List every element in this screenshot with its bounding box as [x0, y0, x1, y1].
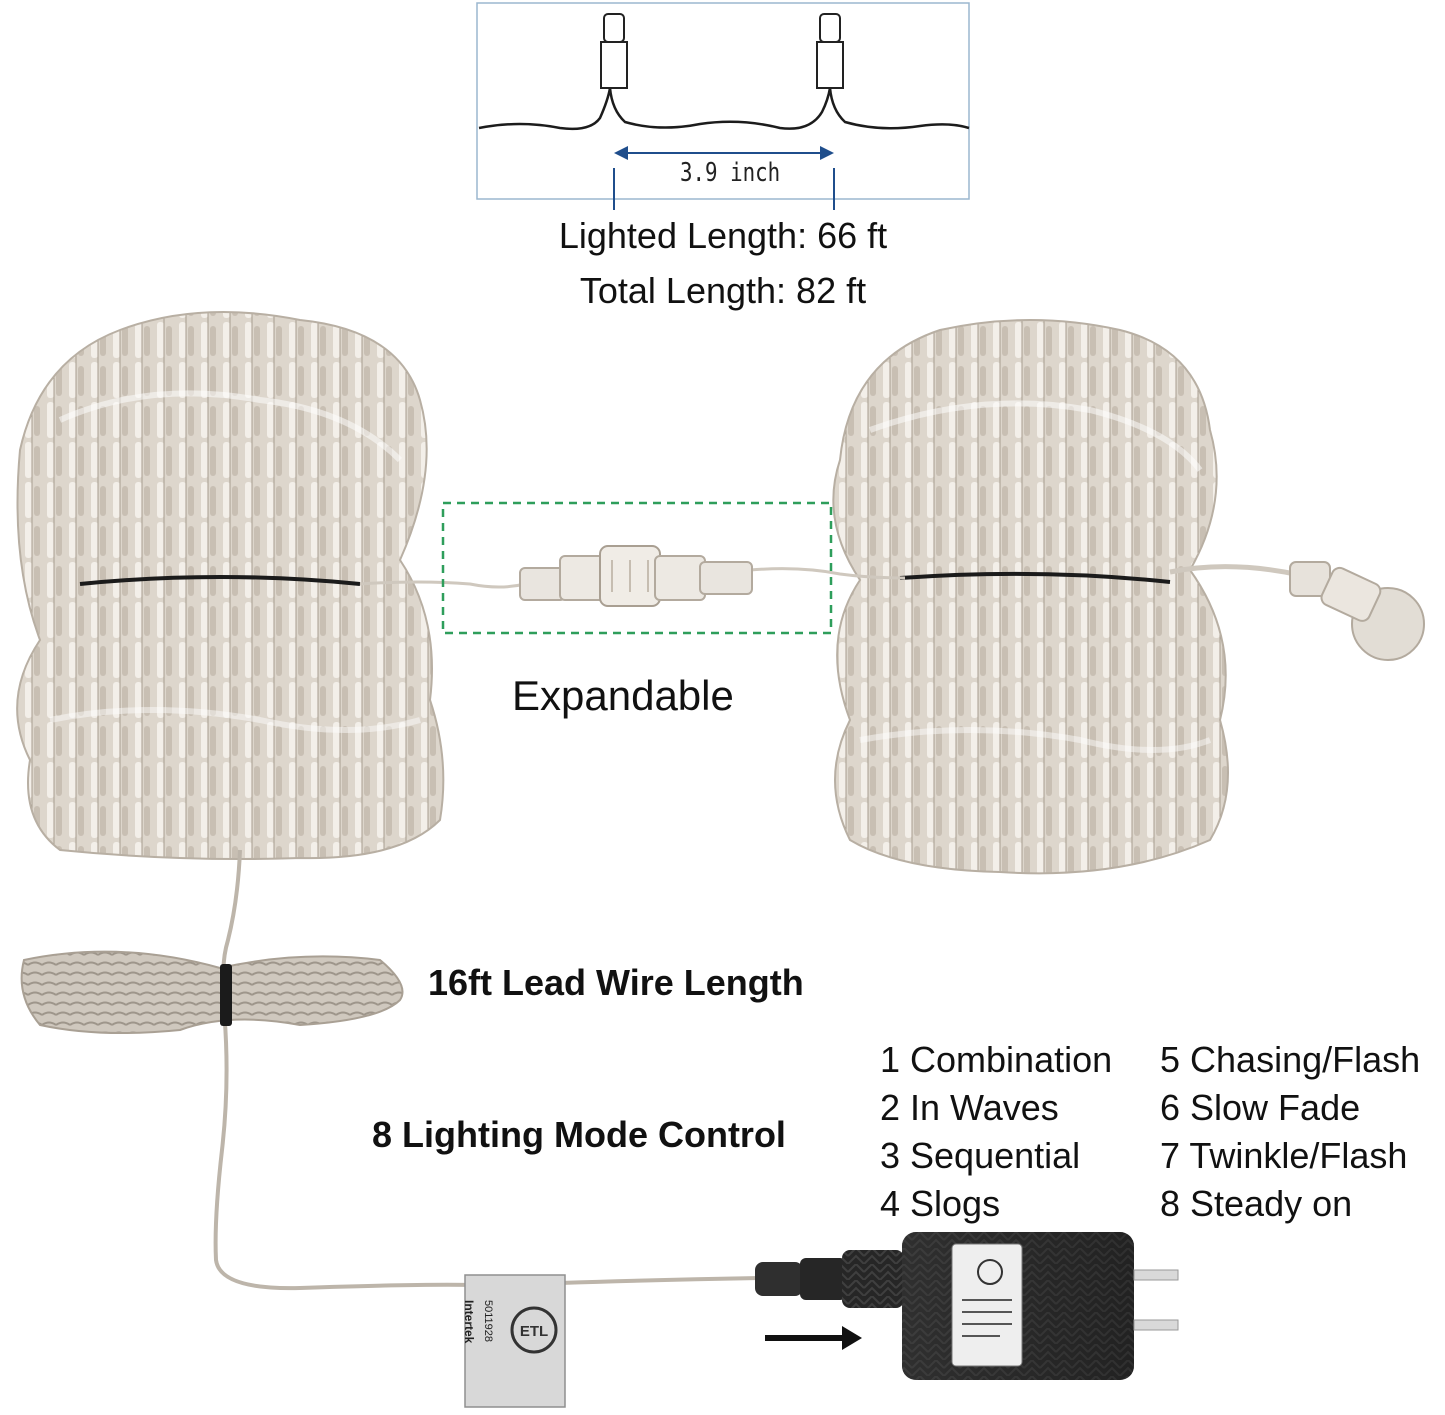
mode-control-label: 8 Lighting Mode Control: [372, 1114, 786, 1155]
mode-item: 1 Combination: [880, 1039, 1113, 1080]
tag-number: 5011928: [482, 1300, 494, 1343]
left-light-cluster: [16, 311, 445, 860]
mode-item: 6 Slow Fade: [1160, 1087, 1361, 1128]
right-light-cluster: [832, 319, 1425, 875]
arrow-right-icon: [765, 1326, 862, 1350]
spacing-label: 3.9 inch: [680, 158, 781, 188]
lead-wire-length-label: 16ft Lead Wire Length: [428, 962, 804, 1003]
lead-wire: [213, 849, 761, 1291]
spacing-diagram: [476, 2, 970, 210]
end-cap-connector-icon: [1289, 561, 1425, 661]
modes-list-left: 1 Combination 2 In Waves 3 Sequential 4 …: [880, 1036, 1112, 1228]
mode-item: 2 In Waves: [880, 1087, 1059, 1128]
mode-item: 7 Twinkle/Flash: [1160, 1135, 1408, 1176]
modes-list-right: 5 Chasing/Flash 6 Slow Fade 7 Twinkle/Fl…: [1160, 1036, 1420, 1228]
expandable-label: Expandable: [512, 672, 734, 719]
bulb-icon: [600, 13, 628, 89]
mode-item: 5 Chasing/Flash: [1160, 1039, 1421, 1080]
power-adapter: [755, 1232, 1179, 1380]
total-length-label: Total Length: 82 ft: [579, 270, 867, 311]
coiled-wire-bundle: [20, 950, 404, 1035]
expandable-highlight-box: [441, 501, 833, 635]
tag-brand: Intertek: [462, 1300, 476, 1344]
spacing-arrow-icon: [613, 146, 835, 210]
lighted-length-label: Lighted Length: 66 ft: [558, 215, 888, 256]
bulb-icon: [816, 13, 844, 89]
etl-tag-label: ETL: [464, 1274, 566, 1408]
expandable-connector: [359, 545, 906, 607]
etl-tag-text: Intertek 5011928: [462, 1300, 528, 1400]
mode-item: 4 Slogs: [880, 1183, 1001, 1224]
svg-text:ETL: ETL: [520, 1323, 548, 1340]
mode-item: 8 Steady on: [1160, 1183, 1353, 1224]
mode-item: 3 Sequential: [880, 1135, 1081, 1176]
